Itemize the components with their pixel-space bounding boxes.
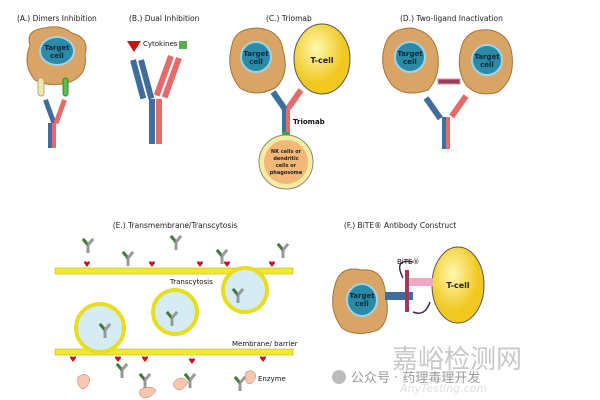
cytokine-square-icon: [179, 41, 187, 49]
triomab-antibody: [270, 88, 304, 135]
receptor-yellow: [37, 77, 45, 97]
watermark-text: 嘉峪检测网: [392, 345, 522, 375]
nucleus: [471, 44, 503, 76]
panel-b-title: (B.) Dual Inhibition: [129, 14, 200, 23]
triomab-label: Triomab: [293, 118, 325, 126]
bite-label: BiTE®: [397, 258, 419, 266]
panel-f: (F.) BiTE® Antibody Construct Target cel…: [332, 221, 485, 334]
cell-label: cell: [403, 58, 417, 66]
cell-label: Target: [474, 53, 500, 61]
effector-label: cells or: [276, 163, 297, 169]
watermark-text: AnyTesting.com: [399, 382, 487, 395]
receptor-green: [62, 77, 69, 97]
enzyme-label: Enzyme: [258, 375, 286, 383]
effector-label: phagosome: [270, 170, 303, 176]
cytokine-triangle-icon: [127, 41, 141, 52]
cell-label: Target: [243, 50, 269, 58]
panel-a-title: (A.) Dimers Inhibition: [17, 14, 97, 23]
vesicle: [74, 302, 126, 354]
ligand-linker: [437, 78, 461, 85]
cell-label: Target: [397, 50, 423, 58]
panel-d-title: (D.) Two-ligand Inactivation: [400, 14, 503, 23]
antibody: [423, 94, 469, 149]
nucleus: [346, 283, 378, 317]
cell-label: cell: [355, 300, 369, 308]
panel-a: (A.) Dimers Inhibition Target cell: [17, 14, 97, 148]
effector-label: dendritic: [273, 156, 298, 162]
bottom-membrane: [54, 348, 294, 356]
antibody: [43, 98, 67, 148]
panel-e: (E.) Transmembrane/Transcytosis Transcyt…: [54, 221, 298, 399]
wechat-icon: [332, 370, 346, 384]
membrane-label: Membrane/ barrier: [232, 340, 298, 348]
panel-c: (C.) Triomab Target cell T-cell Triomab …: [229, 14, 351, 190]
watermark: 嘉峪检测网 公众号 · 药理毒理开发 AnyTesting.com: [332, 345, 522, 395]
t-cell-label: T-cell: [310, 56, 334, 65]
effector-cell-inner: [264, 140, 308, 184]
enzymes: [77, 370, 257, 399]
cell-label: Target: [44, 44, 70, 52]
cell-label: cell: [50, 52, 64, 60]
watermark-text: 公众号 · 药理毒理开发: [351, 370, 480, 386]
panel-c-title: (C.) Triomab: [266, 14, 312, 23]
cell-label: cell: [480, 61, 494, 69]
t-cell: [293, 23, 351, 95]
panel-d: (D.) Two-ligand Inactivation Target cell…: [382, 14, 513, 149]
vesicle: [221, 266, 269, 314]
effector-label: NK cells or: [271, 149, 302, 155]
t-cell-label: T-cell: [446, 281, 470, 290]
transcytosis-label: Transcytosis: [169, 278, 213, 286]
panel-f-title: (F.) BiTE® Antibody Construct: [344, 221, 456, 230]
bite-construct: [385, 260, 433, 314]
cell-label: Target: [349, 292, 375, 300]
antibody: [130, 54, 182, 144]
panel-e-title: (E.) Transmembrane/Transcytosis: [113, 221, 238, 230]
nucleus: [240, 41, 272, 73]
cell-label: cell: [249, 58, 263, 66]
panel-b: (B.) Dual Inhibition Cytokines: [127, 14, 200, 144]
cytokines-label: Cytokines: [143, 40, 178, 48]
vesicle: [151, 288, 199, 336]
nucleus: [39, 36, 75, 66]
top-membrane: [54, 267, 294, 275]
nucleus: [394, 41, 426, 73]
